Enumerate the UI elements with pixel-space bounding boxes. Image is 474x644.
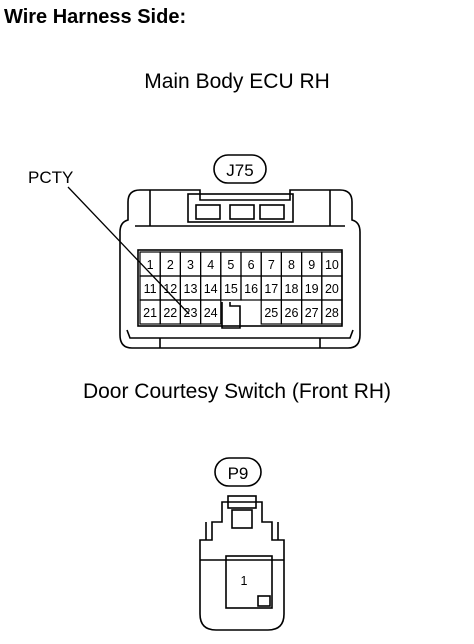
ecu-pin-label: 1 [147,258,154,272]
ecu-pin-label: 26 [285,306,299,320]
ecu-pin-label: 24 [204,306,218,320]
ecu-pin-label: 7 [268,258,275,272]
ecu-pin-label: 20 [325,282,339,296]
ecu-pin-label: 5 [227,258,234,272]
ecu-connector-id-oval [213,154,267,184]
pcty-callout-label: PCTY [28,168,73,187]
ecu-pin-cell [200,299,222,325]
ecu-pin-label: 8 [288,258,295,272]
ecu-pin-label: 19 [305,282,319,296]
ecu-pin-label: 16 [244,282,258,296]
ecu-pin-label: 11 [144,282,157,296]
ecu-pin-label: 10 [325,258,339,272]
ecu-pin-label: 2 [167,258,174,272]
switch-connector-title: Door Courtesy Switch (Front RH) [82,380,392,403]
ecu-pin-label: 17 [264,282,278,296]
switch-connector-body [199,495,285,631]
diagram-heading: Wire Harness Side: [4,6,187,28]
switch-connector-id: P9 [228,464,249,483]
pcty-leader-line [67,186,190,315]
ecu-pin-label: 22 [163,306,177,320]
ecu-pin-label: 23 [184,306,198,320]
switch-connector-id-oval [214,457,262,487]
ecu-connector-id: J75 [226,161,253,180]
ecu-pin-label: 21 [143,306,157,320]
switch-pin-label: 1 [241,574,248,588]
ecu-pin-label: 27 [305,306,319,320]
ecu-pin-label: 12 [163,282,177,296]
ecu-pin-label: 9 [308,258,315,272]
ecu-pin-label: 25 [264,306,278,320]
ecu-pin-label: 18 [285,282,299,296]
ecu-pin-cell [321,299,343,325]
ecu-connector-body [119,189,361,349]
ecu-pin-label: 13 [184,282,198,296]
ecu-pin-label: 15 [224,282,238,296]
ecu-pin-grid [139,251,343,325]
ecu-pin-label: 14 [204,282,218,296]
ecu-pin-label: 3 [187,258,194,272]
ecu-connector-title: Main Body ECU RH [144,70,330,93]
ecu-pin-label: 6 [248,258,255,272]
ecu-pin-label: 28 [325,306,339,320]
ecu-pin-label: 4 [207,258,214,272]
